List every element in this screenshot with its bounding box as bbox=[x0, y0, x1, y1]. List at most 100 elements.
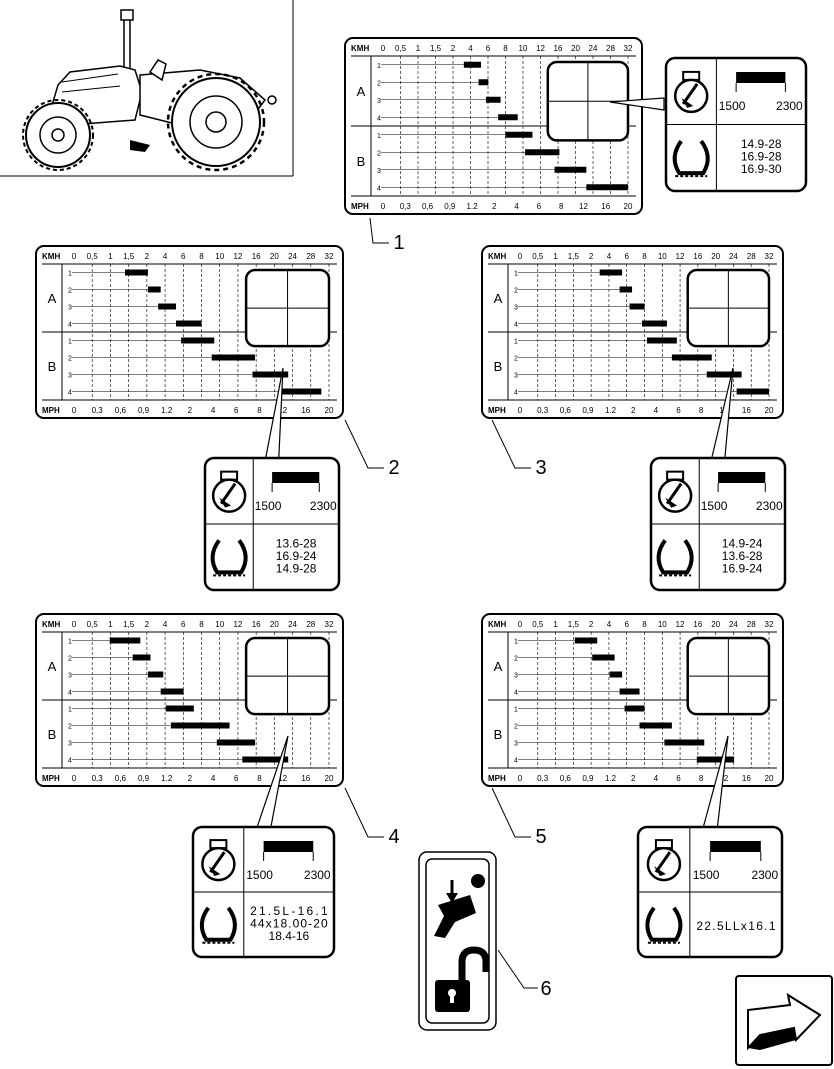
speed-bar bbox=[160, 688, 184, 695]
rpm-band bbox=[710, 841, 761, 852]
gear-label: 2 bbox=[377, 150, 381, 157]
kmh-label: KMH bbox=[351, 44, 369, 53]
mph-tick-label: 0,9 bbox=[138, 406, 150, 415]
speed-bar bbox=[478, 79, 489, 86]
mph-tick-label: 0,6 bbox=[115, 406, 127, 415]
rpm-high-label: 2300 bbox=[776, 99, 803, 113]
kmh-tick-label: 20 bbox=[270, 620, 279, 629]
gear-label: 1 bbox=[68, 271, 72, 278]
engine-rpm-icon bbox=[201, 839, 236, 882]
mph-label: MPH bbox=[42, 406, 60, 415]
rpm-high-label: 2300 bbox=[310, 499, 337, 513]
mph-tick-label: 20 bbox=[624, 202, 633, 211]
speed-bar bbox=[211, 354, 256, 361]
tyre-size: 16.9-24 bbox=[276, 549, 317, 563]
mph-tick-label: 4 bbox=[514, 202, 519, 211]
range-label-b: B bbox=[494, 359, 503, 374]
speed-bar bbox=[736, 388, 769, 395]
callout-number: 1 bbox=[393, 232, 404, 254]
gear-label: 2 bbox=[68, 656, 72, 663]
speed-bar bbox=[109, 637, 141, 644]
kmh-tick-label: 16 bbox=[693, 620, 702, 629]
tyre-icon bbox=[199, 906, 237, 944]
mph-tick-label: 2 bbox=[188, 406, 193, 415]
gear-label: 2 bbox=[514, 288, 518, 295]
mph-tick-label: 6 bbox=[234, 406, 239, 415]
tyre-size: 16.9-30 bbox=[741, 162, 782, 176]
tyre-size: 21.5L-16.1 bbox=[250, 904, 328, 918]
speed-bar bbox=[485, 96, 501, 103]
kmh-tick-label: 8 bbox=[503, 44, 508, 53]
speed-bar bbox=[147, 286, 161, 293]
gear-label: 4 bbox=[514, 390, 518, 397]
speed-bar bbox=[463, 61, 481, 68]
mph-tick-label: 0 bbox=[72, 774, 77, 783]
kmh-tick-label: 4 bbox=[163, 620, 168, 629]
kmh-tick-label: 12 bbox=[536, 44, 545, 53]
callout-2: 2 bbox=[344, 419, 400, 479]
kmh-tick-label: 32 bbox=[325, 620, 334, 629]
mph-tick-label: 20 bbox=[325, 406, 334, 415]
mph-tick-label: 0,3 bbox=[92, 406, 104, 415]
engine-rpm-icon bbox=[211, 470, 247, 513]
mph-tick-label: 8 bbox=[699, 774, 704, 783]
kmh-tick-label: 24 bbox=[589, 44, 598, 53]
mph-tick-label: 0,3 bbox=[92, 774, 104, 783]
seat-lock-decal bbox=[418, 851, 497, 1031]
kmh-tick-label: 1 bbox=[108, 620, 113, 629]
gear-label: 3 bbox=[377, 168, 381, 175]
speed-bar bbox=[554, 166, 587, 173]
gear-label: 1 bbox=[68, 339, 72, 346]
speed-bar bbox=[165, 705, 194, 712]
speed-bar bbox=[505, 131, 533, 138]
kmh-tick-label: 20 bbox=[711, 252, 720, 261]
callout-number: 5 bbox=[535, 826, 546, 848]
speed-bar bbox=[525, 149, 560, 156]
kmh-tick-label: 28 bbox=[306, 620, 315, 629]
gear-label: 3 bbox=[514, 673, 518, 680]
range-label-a: A bbox=[357, 84, 366, 99]
mph-tick-label: 1.2 bbox=[467, 202, 479, 211]
kmh-tick-label: 0,5 bbox=[395, 44, 407, 53]
speed-bar bbox=[132, 654, 151, 661]
kmh-tick-label: 0 bbox=[518, 252, 523, 261]
kmh-tick-label: 0,5 bbox=[87, 252, 99, 261]
speed-bar bbox=[498, 114, 518, 121]
gear-label: 4 bbox=[377, 185, 381, 192]
kmh-tick-label: 1 bbox=[108, 252, 113, 261]
gear-label: 3 bbox=[514, 741, 518, 748]
seat-recline-icon bbox=[434, 874, 485, 938]
kmh-tick-label: 28 bbox=[306, 252, 315, 261]
kmh-tick-label: 12 bbox=[233, 252, 242, 261]
callout-6: 6 bbox=[497, 949, 552, 1000]
kmh-tick-label: 0 bbox=[72, 620, 77, 629]
next-page-arrow-icon[interactable] bbox=[735, 975, 833, 1066]
callout-3: 3 bbox=[491, 419, 547, 479]
kmh-tick-label: 4 bbox=[607, 620, 612, 629]
kmh-tick-label: 2 bbox=[451, 44, 456, 53]
kmh-tick-label: 1,5 bbox=[123, 252, 135, 261]
speed-bar bbox=[592, 654, 615, 661]
mph-tick-label: 2 bbox=[492, 202, 497, 211]
rpm-low-label: 1500 bbox=[246, 868, 273, 882]
kmh-tick-label: 10 bbox=[519, 44, 528, 53]
kmh-tick-label: 2 bbox=[589, 252, 594, 261]
kmh-tick-label: 16 bbox=[693, 252, 702, 261]
speed-bar bbox=[574, 637, 598, 644]
kmh-tick-label: 12 bbox=[676, 252, 685, 261]
gear-label: 3 bbox=[377, 98, 381, 105]
tyre-size: 13.6-28 bbox=[276, 536, 317, 550]
kmh-tick-label: 24 bbox=[288, 252, 297, 261]
kmh-tick-label: 12 bbox=[676, 620, 685, 629]
speed-bar bbox=[181, 337, 215, 344]
speed-bar bbox=[696, 756, 735, 763]
kmh-label: KMH bbox=[488, 252, 506, 261]
speed-bar bbox=[664, 739, 705, 746]
kmh-label: KMH bbox=[42, 252, 60, 261]
gear-label: 3 bbox=[68, 373, 72, 380]
